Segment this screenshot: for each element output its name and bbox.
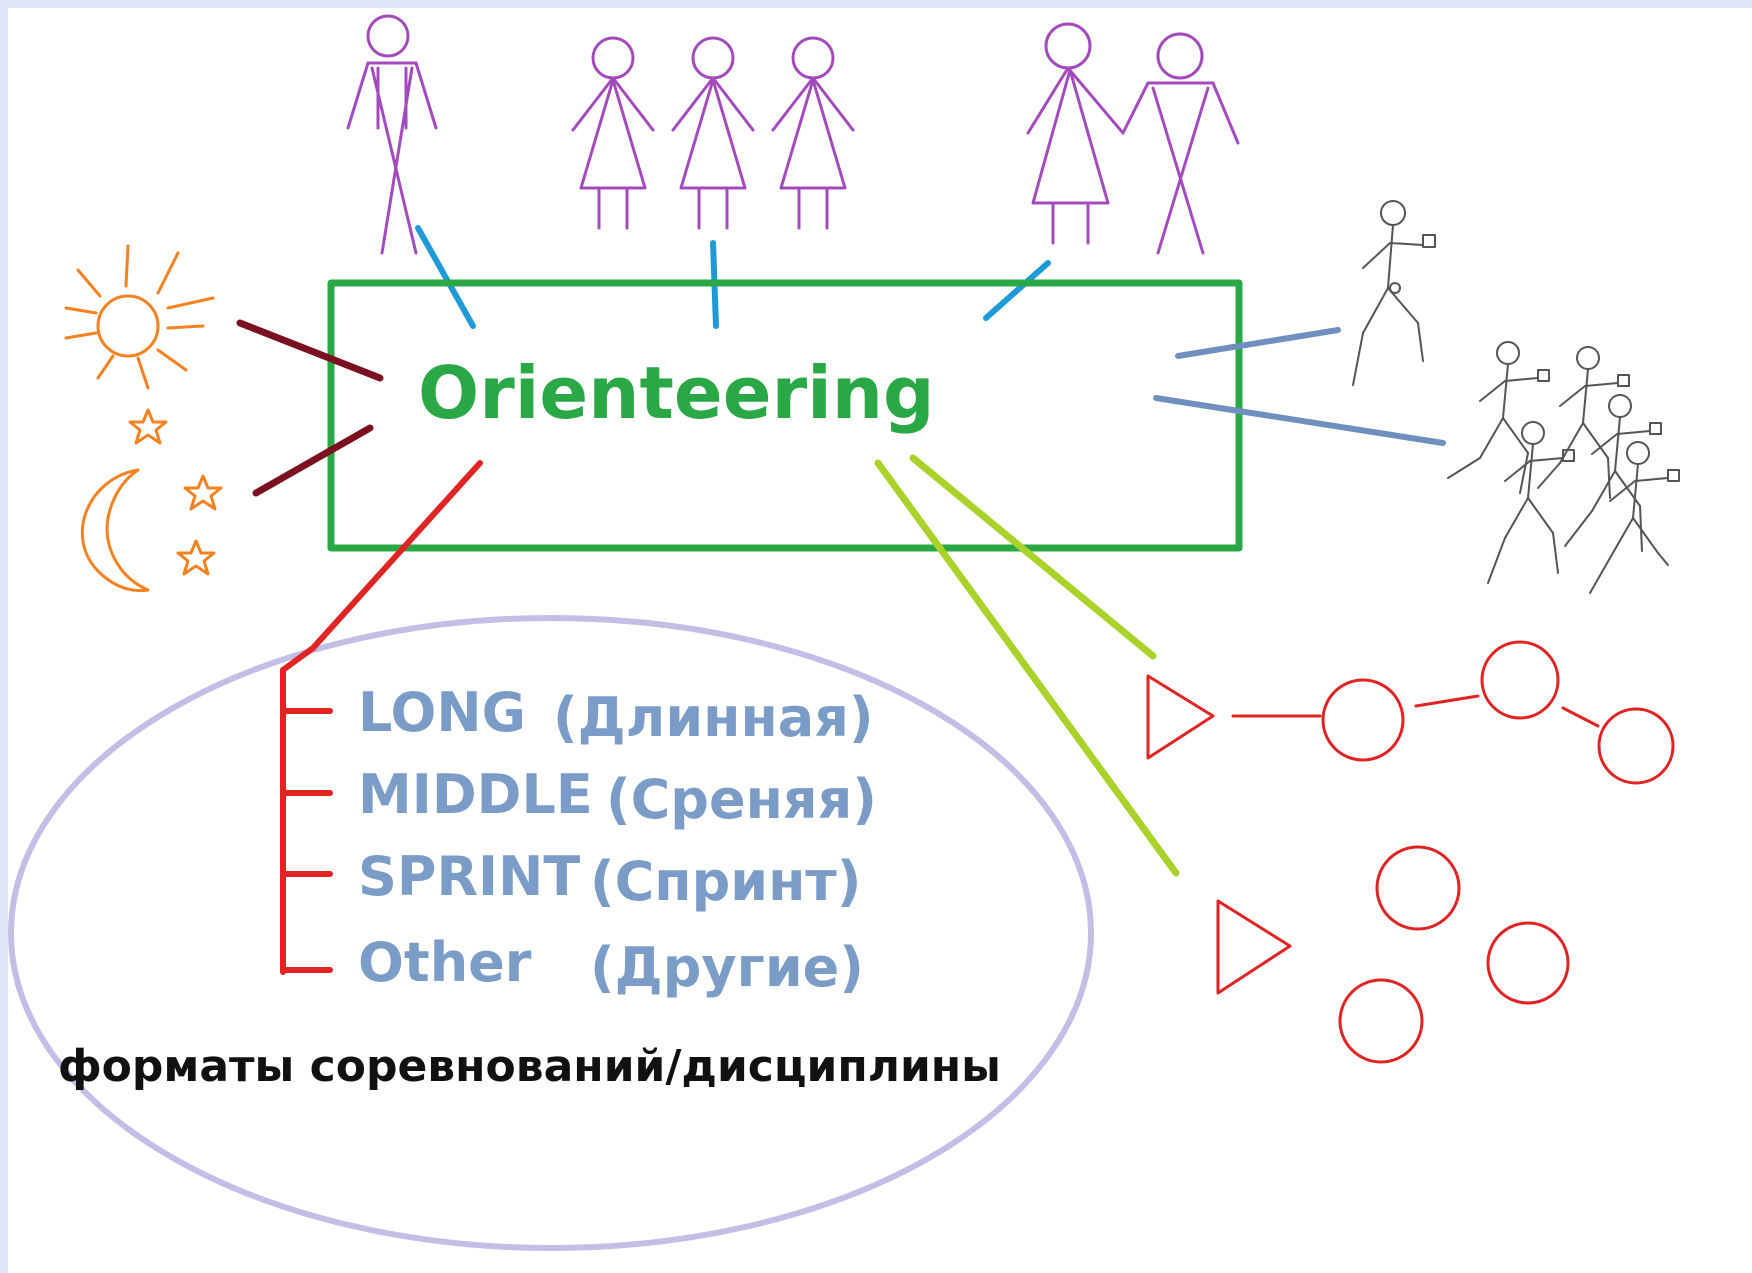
formats-connector [280, 460, 483, 975]
format-name: SPRINT [358, 845, 580, 908]
course-score-icon [1216, 845, 1570, 1064]
course-line-icon [1146, 640, 1675, 785]
woman-icon [571, 36, 655, 230]
woman-icon [671, 36, 755, 230]
diagram-title: Orienteering [418, 351, 935, 435]
formats-list: LONG (Длинная) MIDDLE (Среняя) SPRINT (С… [358, 681, 877, 999]
sun-icon [64, 244, 215, 390]
formats-ellipse [8, 615, 1094, 1251]
orienteering-box [327, 279, 1243, 552]
format-name: MIDDLE [358, 763, 593, 826]
couple-icon [1026, 22, 1240, 255]
runner-icon [1352, 200, 1436, 386]
format-name: Other [358, 931, 532, 994]
diagram-canvas: Orienteering LO [8, 8, 1752, 1273]
format-translation: (Спринт) [590, 850, 861, 913]
format-translation: (Длинная) [553, 686, 874, 749]
course-connectors [874, 454, 1180, 877]
orienteering-diagram: Orienteering LO [8, 14, 1680, 1251]
format-translation: (Другие) [590, 936, 864, 999]
person-man-icon [346, 14, 438, 255]
woman-icon [771, 36, 855, 230]
formats-caption: форматы соревнований/дисциплины [58, 1041, 1001, 1092]
runner-group-icon [1447, 341, 1680, 594]
star-icon [183, 474, 223, 511]
format-name: LONG [358, 681, 526, 744]
star-icon [128, 408, 168, 445]
format-translation: (Среняя) [606, 768, 877, 831]
runner-connectors [1153, 327, 1446, 446]
moon-icon [80, 468, 150, 593]
people-connectors [415, 225, 1051, 329]
day-night-connectors [236, 319, 384, 497]
star-icon [176, 539, 216, 576]
